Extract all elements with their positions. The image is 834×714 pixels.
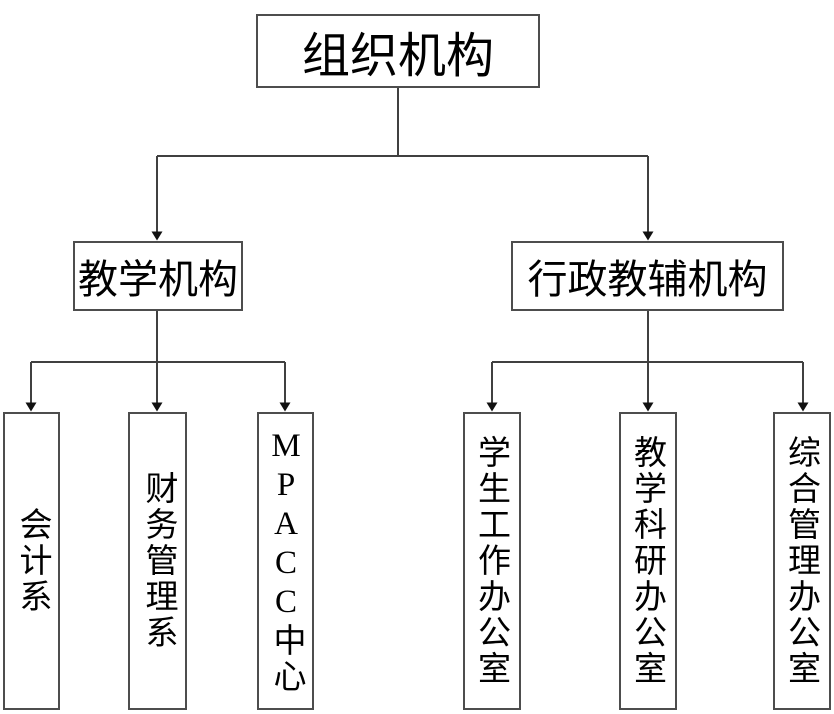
arrowhead-down-icon [279, 402, 291, 412]
leaf-box-mpacc-center: MPACC中心 [257, 412, 314, 710]
arrowhead-down-icon [486, 402, 498, 412]
branch-label-teaching: 教学机构 [78, 258, 238, 302]
leaf-label-financial-mgmt-dept: 财务管理系 [140, 471, 176, 651]
arrowhead-down-icon [642, 402, 654, 412]
arrowhead-down-icon [642, 231, 654, 241]
root-box-organization: 组织机构 [256, 14, 540, 88]
arrowhead-down-icon [151, 231, 163, 241]
leaf-box-accounting-dept: 会计系 [3, 412, 60, 710]
root-label: 组织机构 [301, 30, 494, 83]
arrowhead-down-icon [25, 402, 37, 412]
arrowhead-down-icon [151, 402, 163, 412]
leaf-box-teaching-research-office: 教学科研办公室 [619, 412, 677, 710]
leaf-box-financial-mgmt-dept: 财务管理系 [128, 412, 187, 710]
branch-label-admin: 行政教辅机构 [527, 258, 768, 302]
leaf-label-mpacc-center: MPACC中心 [268, 427, 304, 695]
branch-box-teaching: 教学机构 [73, 241, 243, 311]
leaf-label-student-affairs-office: 学生工作办公室 [473, 435, 511, 687]
arrowhead-down-icon [797, 402, 809, 412]
leaf-box-general-mgmt-office: 综合管理办公室 [773, 412, 831, 710]
branch-box-admin: 行政教辅机构 [511, 241, 784, 311]
leaf-box-student-affairs-office: 学生工作办公室 [463, 412, 521, 710]
leaf-label-general-mgmt-office: 综合管理办公室 [783, 435, 821, 687]
leaf-label-accounting-dept: 会计系 [14, 507, 50, 615]
leaf-label-teaching-research-office: 教学科研办公室 [629, 435, 667, 687]
